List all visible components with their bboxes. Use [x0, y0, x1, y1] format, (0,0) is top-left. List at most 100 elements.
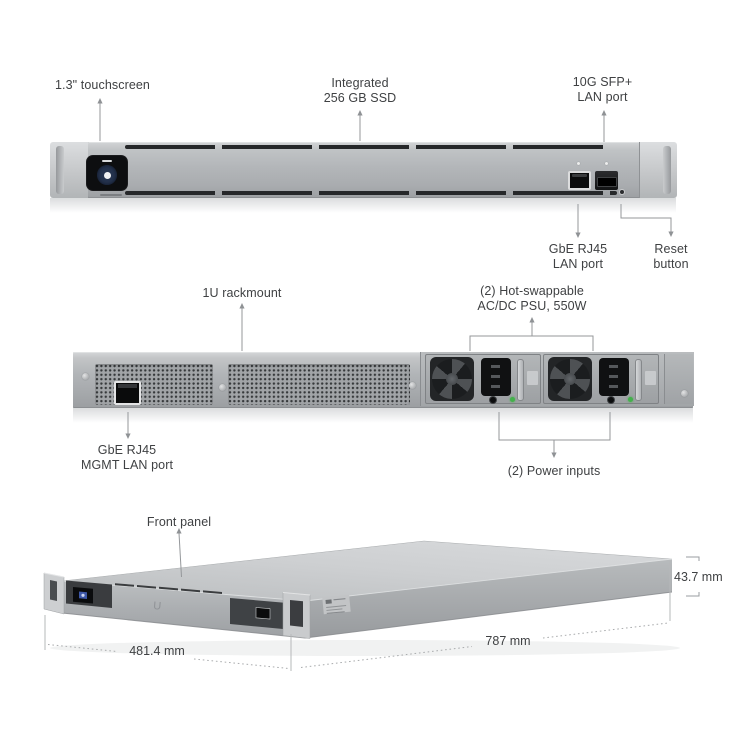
dim-width: 481.4 mm — [118, 644, 196, 658]
label-reset: Reset button — [625, 242, 717, 272]
front-view-device — [50, 142, 677, 213]
screw — [409, 382, 416, 389]
label-power-inputs: (2) Power inputs — [484, 464, 624, 479]
psu-handle — [635, 359, 642, 401]
leader-reset — [620, 204, 674, 237]
leader-mgmt — [125, 412, 131, 439]
label-sfp-line2: LAN port — [577, 90, 628, 104]
label-power-inputs-text: (2) Power inputs — [507, 464, 601, 478]
rear-view-device — [73, 352, 694, 423]
front-chassis — [88, 142, 640, 198]
psu-module-2 — [543, 354, 659, 404]
label-psu-line1: (2) Hot-swappable — [480, 284, 584, 298]
mgmt-rj45-port — [114, 381, 141, 405]
rear-vent-panel-middle — [228, 364, 410, 405]
label-mgmt: GbE RJ45 MGMT LAN port — [57, 443, 197, 473]
label-touchscreen-text: 1.3" touchscreen — [55, 78, 150, 92]
leader-touchscreen — [97, 98, 103, 141]
label-rj45-lan-line1: GbE RJ45 — [548, 242, 608, 256]
leader-rackmount — [239, 303, 245, 351]
psu-label-sticker — [645, 371, 656, 385]
front-left-rack-ear — [50, 142, 89, 198]
front-top-vent-slots — [125, 145, 609, 149]
rj45-led — [577, 162, 580, 165]
depth-dotted-b — [542, 622, 669, 639]
psu-label-sticker — [527, 371, 538, 385]
touchscreen-status-text — [102, 160, 112, 162]
touchscreen-display — [87, 156, 127, 190]
front-bottom-vent-slots — [125, 191, 617, 195]
iso-left-rack-ear — [43, 572, 65, 615]
iso-device: U — [43, 540, 680, 656]
label-rj45-lan-line2: LAN port — [552, 257, 604, 271]
reset-button — [620, 190, 624, 194]
label-mgmt-line1: GbE RJ45 — [97, 443, 157, 457]
psu-latch-button — [608, 397, 614, 403]
psu-status-led — [510, 397, 515, 402]
iso-touchscreen — [66, 580, 112, 608]
leader-psu-bracket — [469, 317, 594, 351]
screw — [681, 390, 688, 397]
iso-regulatory-sticker — [322, 594, 351, 615]
leader-power-bracket — [498, 412, 611, 458]
label-rackmount: 1U rackmount — [172, 286, 312, 301]
leader-front-panel — [176, 528, 182, 578]
psu-fan-icon — [548, 357, 592, 401]
height-bracket-top — [686, 556, 700, 561]
label-rj45-lan: GbE RJ45 LAN port — [520, 242, 636, 272]
rear-reflection — [73, 408, 693, 423]
label-psu: (2) Hot-swappable AC/DC PSU, 550W — [452, 284, 612, 314]
power-input-2 — [599, 358, 629, 396]
psu-handle — [517, 359, 524, 401]
label-mgmt-line2: MGMT LAN port — [80, 458, 174, 472]
leader-ssd — [357, 110, 363, 141]
height-bracket-bottom — [686, 592, 700, 597]
iso-right-rack-ear — [282, 592, 311, 639]
sfp-led — [605, 162, 608, 165]
gbe-rj45-lan-port — [568, 171, 591, 190]
dim-depth: 787 mm — [476, 634, 540, 648]
screw — [82, 373, 89, 380]
sfp-plus-lan-port — [595, 171, 618, 190]
dim-width-text: 481.4 mm — [129, 644, 185, 658]
dim-height: 43.7 mm — [674, 570, 734, 584]
width-dotted-b — [193, 658, 290, 669]
chassis-model-print — [100, 194, 122, 196]
ubiquiti-logo: U — [153, 600, 162, 613]
leader-rj45-lan — [575, 204, 581, 238]
front-right-rack-ear — [639, 142, 677, 198]
psu-bay-end-cap — [664, 354, 693, 404]
leader-lines — [97, 98, 674, 578]
label-touchscreen: 1.3" touchscreen — [45, 78, 160, 93]
psu-bay — [420, 352, 694, 406]
screw — [219, 384, 226, 391]
label-rackmount-text: 1U rackmount — [202, 286, 282, 300]
psu-module-1 — [425, 354, 541, 404]
iso-side-face — [305, 559, 672, 638]
dim-height-text: 43.7 mm — [674, 570, 723, 584]
psu-status-led — [628, 397, 633, 402]
iso-shadow — [50, 640, 680, 656]
touchscreen-circle-icon — [97, 165, 117, 185]
label-ssd-line1: Integrated — [331, 76, 389, 90]
rear-vent-panel-left — [95, 364, 213, 405]
label-front-panel: Front panel — [119, 515, 239, 530]
label-front-panel-text: Front panel — [146, 515, 212, 529]
label-ssd: Integrated 256 GB SSD — [300, 76, 420, 106]
label-ssd-line2: 256 GB SSD — [323, 91, 397, 105]
label-reset-line1: Reset — [654, 242, 688, 256]
psu-latch-button — [490, 397, 496, 403]
psu-fan-icon — [430, 357, 474, 401]
dimension-lines — [44, 556, 700, 671]
label-psu-line2: AC/DC PSU, 550W — [477, 299, 587, 313]
front-reflection — [50, 198, 676, 213]
label-reset-line2: button — [653, 257, 689, 271]
dim-depth-text: 787 mm — [485, 634, 531, 648]
power-input-1 — [481, 358, 511, 396]
width-dotted-a — [47, 644, 118, 652]
label-sfp: 10G SFP+ LAN port — [545, 75, 660, 105]
iso-front-vent-slots — [115, 583, 222, 594]
label-sfp-line1: 10G SFP+ — [572, 75, 633, 89]
